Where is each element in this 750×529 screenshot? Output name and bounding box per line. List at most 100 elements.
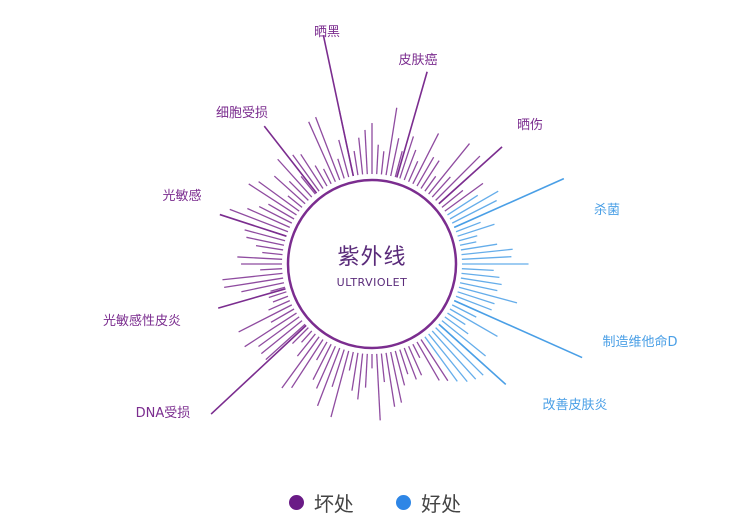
ray — [348, 351, 354, 371]
ray — [455, 221, 481, 233]
ray — [237, 256, 283, 260]
ray — [399, 349, 409, 375]
pointer-ray-cell-damage — [263, 125, 318, 194]
label-skin-cancer: 皮肤癌 — [398, 52, 437, 68]
ray — [222, 272, 283, 281]
ray — [247, 207, 291, 228]
ray — [444, 316, 469, 335]
ray — [428, 333, 468, 383]
ray — [420, 339, 449, 382]
label-dna-damage: DNA受损 — [136, 406, 191, 421]
ray — [291, 327, 309, 345]
ray — [380, 353, 386, 383]
ray — [431, 176, 451, 198]
ray — [315, 345, 336, 389]
ray — [281, 336, 320, 389]
ray — [416, 156, 435, 187]
ray — [272, 295, 289, 303]
ray — [244, 229, 286, 242]
ray — [424, 336, 458, 382]
ray — [300, 153, 324, 189]
ray — [408, 345, 423, 376]
ray — [258, 316, 300, 348]
ray — [385, 107, 398, 176]
center-title: 紫外线 — [337, 245, 406, 270]
ray — [461, 268, 494, 272]
ray — [258, 181, 300, 212]
ray — [268, 203, 295, 220]
ray — [260, 320, 303, 355]
ray — [412, 133, 440, 185]
ray — [441, 189, 464, 208]
ray — [380, 151, 385, 175]
ray — [312, 343, 332, 380]
ray — [265, 323, 306, 361]
ray — [353, 150, 359, 176]
ray — [316, 347, 341, 407]
ray — [287, 195, 303, 208]
pointer-ray-sun-damage — [438, 146, 503, 205]
ray — [288, 180, 309, 201]
legend-benefit: 好处 — [396, 488, 461, 517]
ray — [408, 161, 419, 183]
pointer-ray-photosensitivity — [219, 213, 287, 237]
ray — [460, 277, 502, 286]
ray — [449, 190, 499, 220]
ray — [273, 175, 306, 205]
ray — [420, 160, 440, 189]
label-sunburn-black: 晒黑 — [314, 25, 340, 40]
ray — [412, 343, 421, 359]
ray — [435, 327, 484, 376]
ray — [292, 154, 320, 192]
ray — [262, 251, 283, 256]
ray — [441, 320, 487, 357]
ray — [357, 353, 364, 400]
ray — [229, 208, 289, 233]
ray — [461, 256, 512, 260]
ray — [258, 205, 293, 224]
ray — [449, 308, 498, 337]
ray — [390, 351, 403, 403]
ray — [277, 158, 313, 198]
ray — [447, 194, 479, 216]
ray — [351, 352, 359, 391]
label-sterilize: 杀菌 — [594, 203, 620, 218]
ray — [330, 350, 350, 418]
ray — [394, 151, 403, 178]
ray — [457, 291, 495, 305]
legend: 坏处 好处 — [0, 488, 750, 517]
ray — [461, 272, 500, 279]
ray — [331, 349, 345, 387]
label-cell-damage: 细胞受损 — [216, 106, 268, 121]
ray — [459, 282, 498, 292]
ray — [291, 339, 324, 389]
pointer-ray-photosensitive-dermatitis — [217, 288, 286, 309]
ray — [301, 330, 313, 343]
legend-benefit-label: 好处 — [421, 492, 462, 516]
ray — [444, 182, 484, 212]
legend-harm-dot — [288, 495, 304, 510]
ray — [268, 300, 291, 311]
ray — [241, 282, 285, 293]
ray — [399, 136, 415, 179]
ray — [238, 304, 293, 333]
ray — [376, 144, 379, 175]
ray — [315, 116, 341, 181]
ray — [390, 138, 400, 177]
ray — [268, 291, 287, 299]
pointer-ray-sterilize — [453, 177, 565, 229]
ray-group — [210, 34, 583, 421]
legend-harm: 坏处 — [288, 488, 354, 517]
ray — [322, 168, 332, 185]
ray — [248, 183, 297, 216]
ray — [403, 347, 417, 380]
ray — [461, 248, 513, 256]
label-vitamin-d: 制造维他命D — [602, 334, 677, 350]
ray — [296, 333, 316, 357]
label-photosensitive-dermatitis: 光敏感性皮炎 — [103, 313, 181, 329]
ray — [431, 330, 477, 380]
ray — [337, 158, 345, 179]
ray — [435, 155, 481, 201]
pointer-ray-skin-cancer — [396, 71, 428, 178]
